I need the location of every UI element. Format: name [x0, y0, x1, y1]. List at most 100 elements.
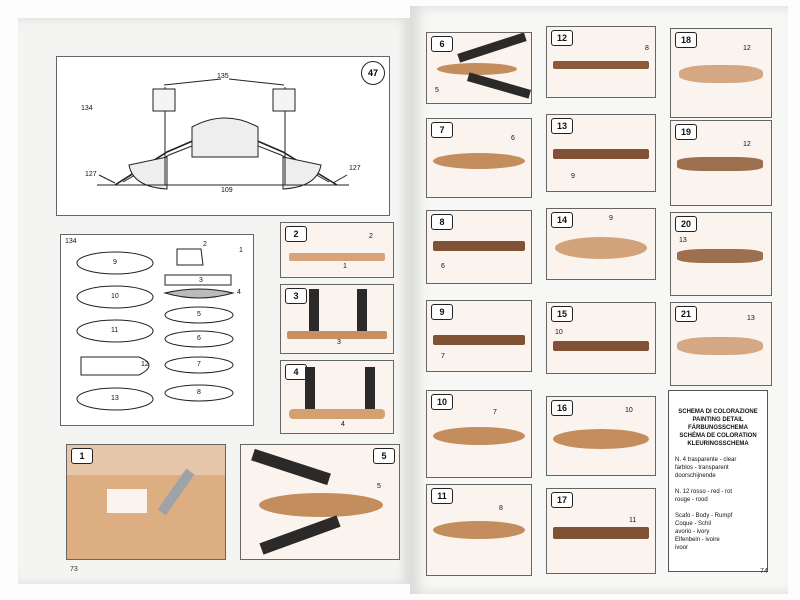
frame-assembly-photo	[289, 409, 385, 419]
part-label: 9	[113, 259, 117, 266]
callout: 13	[679, 237, 687, 244]
step-5-panel: 5 5	[240, 444, 400, 560]
plywood-sheet-photo	[67, 475, 225, 559]
clamp-photo	[259, 515, 341, 555]
scheme-title: FÄRBUNGSSCHEMA	[688, 425, 748, 431]
callout: 1	[343, 263, 347, 270]
step-7-panel: 7 6	[426, 118, 532, 198]
cross-section-drawing	[97, 78, 349, 190]
figure-badge: 47	[361, 61, 385, 85]
hull-photo	[555, 237, 647, 259]
part-label: 11	[111, 327, 119, 334]
callout: 6	[511, 135, 515, 142]
callout: 3	[337, 339, 341, 346]
step-16-panel: 16 10	[546, 396, 656, 476]
step-19-panel: 19 12	[670, 120, 772, 206]
step-number: 20	[675, 216, 697, 232]
hull-photo	[677, 249, 763, 263]
step-11-panel: 11 8	[426, 484, 532, 576]
step-10-panel: 10 7	[426, 390, 532, 478]
step-18-panel: 18 12	[670, 28, 772, 118]
callout: 11	[629, 517, 637, 524]
callout: 4	[341, 421, 345, 428]
scheme-title: PAINTING DETAIL	[692, 417, 744, 423]
step-20-panel: 20 13	[670, 212, 772, 296]
part-label: 6	[197, 335, 201, 342]
step-8-panel: 8 6	[426, 210, 532, 284]
step-number: 9	[431, 304, 453, 320]
scheme-entry: N. 12 rosso - red - rot	[675, 489, 733, 495]
step-number: 13	[551, 118, 573, 134]
step-number: 7	[431, 122, 453, 138]
color-scheme-box: SCHEMA DI COLORAZIONE PAINTING DETAIL FÄ…	[668, 390, 768, 572]
scheme-entry: Elfenbein - ivoire	[675, 537, 720, 543]
callout-109: 109	[221, 187, 233, 194]
step-number: 16	[551, 400, 573, 416]
part-label: 13	[111, 395, 119, 402]
clamp-photo	[365, 367, 375, 415]
hull-photo	[553, 527, 649, 539]
hull-photo	[433, 335, 525, 345]
step-number: 2	[285, 226, 307, 242]
part-label: 7	[197, 361, 201, 368]
callout-134: 134	[81, 105, 93, 112]
step-number: 1	[71, 448, 93, 464]
part-label: 10	[111, 293, 119, 300]
figure-47-panel: 47 135 134 127 127 109	[56, 56, 390, 216]
callout: 6	[441, 263, 445, 270]
hull-photo	[677, 157, 763, 171]
callout: 9	[609, 215, 613, 222]
hull-top-photo	[677, 337, 763, 355]
hull-photo	[433, 241, 525, 251]
clamp-photo	[251, 448, 331, 486]
page-number-right: 74	[760, 568, 768, 575]
callout: 2	[369, 233, 373, 240]
step-number: 19	[675, 124, 697, 140]
scheme-entry: Coque - Schil	[675, 521, 712, 527]
step-number: 6	[431, 36, 453, 52]
hull-photo	[553, 341, 649, 351]
cutout-photo	[107, 489, 147, 513]
scheme-title: SCHÉMA DE COLORATION	[679, 433, 757, 439]
step-number: 17	[551, 492, 573, 508]
hull-photo	[553, 149, 649, 159]
callout-127-left: 127	[85, 171, 97, 178]
scheme-entry: doorschijnende	[675, 473, 716, 479]
hull-top-photo	[679, 65, 763, 83]
step-3-panel: 3 3	[280, 284, 394, 354]
parts-sheet-title: 134	[65, 238, 77, 245]
step-number: 12	[551, 30, 573, 46]
scheme-entry: farblos - transparent	[675, 465, 729, 471]
callout: 10	[625, 407, 633, 414]
clamp-photo	[457, 33, 527, 63]
parts-outline-drawing	[76, 248, 235, 411]
callout: 13	[747, 315, 755, 322]
step-number: 14	[551, 212, 573, 228]
step-13-panel: 13 9	[546, 114, 656, 192]
callout: 12	[743, 141, 751, 148]
scheme-title: SCHEMA DI COLORAZIONE	[678, 409, 758, 415]
step-number: 3	[285, 288, 307, 304]
scheme-entry: Scafo - Body - Rumpf	[675, 513, 733, 519]
part-label: 8	[197, 389, 201, 396]
callout: 8	[499, 505, 503, 512]
step-number: 4	[285, 364, 307, 380]
step-14-panel: 14 9	[546, 208, 656, 280]
parts-sheet-panel: 134 2 1 3 9 10 4 5 11 6 12	[60, 234, 254, 426]
part-label: 3	[199, 277, 203, 284]
step-number: 5	[373, 448, 395, 464]
callout: 7	[441, 353, 445, 360]
callout: 9	[571, 173, 575, 180]
hull-photo	[433, 153, 525, 169]
step-6-panel: 6 5	[426, 32, 532, 104]
step-number: 15	[551, 306, 573, 322]
callout: 5	[435, 87, 439, 94]
callout-135: 135	[217, 73, 229, 80]
part-label: 4	[237, 289, 241, 296]
step-21-panel: 21 13	[670, 302, 772, 386]
step-number: 21	[675, 306, 697, 322]
step-12-panel: 12 8	[546, 26, 656, 98]
part-label: 5	[197, 311, 201, 318]
step-number: 10	[431, 394, 453, 410]
